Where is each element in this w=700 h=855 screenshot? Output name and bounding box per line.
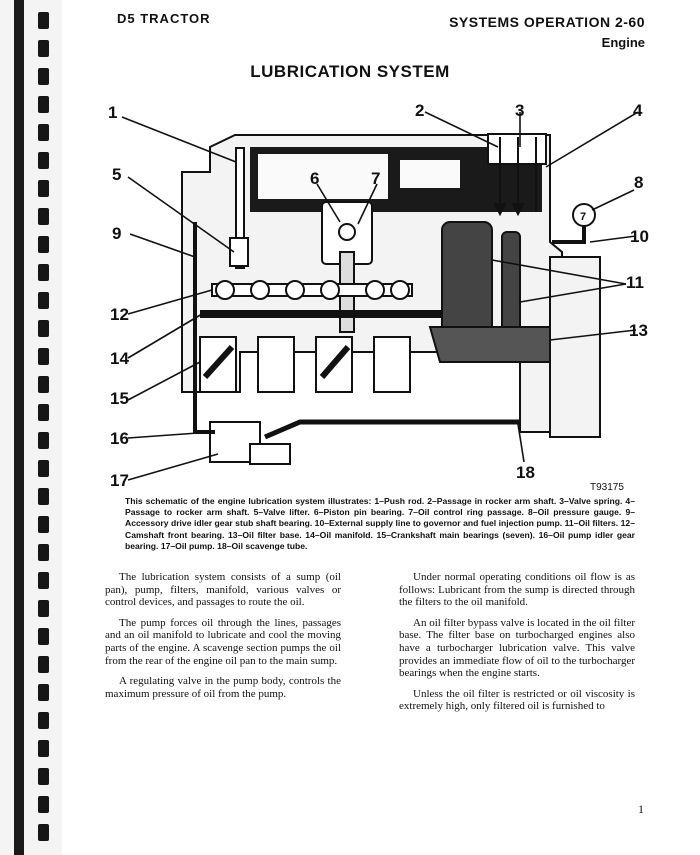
binding-edge <box>14 0 24 855</box>
binding-hole <box>38 12 49 29</box>
oil-filters <box>441 221 521 335</box>
binding-hole <box>38 544 49 561</box>
spiral-binding <box>0 0 62 855</box>
callout-label: 13 <box>629 321 648 340</box>
callout-label: 18 <box>516 463 535 482</box>
callout-label: 5 <box>112 165 121 184</box>
body-column-right: Under normal operating conditions oil fl… <box>399 571 635 721</box>
callout-label: 17 <box>110 471 129 490</box>
oil-pressure-gauge: 7 <box>572 203 596 227</box>
binding-hole <box>38 348 49 365</box>
callout-label: 10 <box>630 227 649 246</box>
callout-label: 3 <box>515 101 524 120</box>
binding-hole <box>38 460 49 477</box>
external-supply-line <box>552 226 586 244</box>
page-title: LUBRICATION SYSTEM <box>250 62 450 81</box>
camshaft <box>211 280 413 300</box>
callout-label: 16 <box>110 429 129 448</box>
binding-hole <box>38 600 49 617</box>
binding-hole <box>38 180 49 197</box>
binding-hole <box>38 320 49 337</box>
callout-label: 1 <box>108 103 117 122</box>
header-model: D5 TRACTOR <box>117 11 211 26</box>
binding-hole <box>38 68 49 85</box>
binding-hole <box>38 712 49 729</box>
binding-hole <box>38 236 49 253</box>
binding-hole <box>38 404 49 421</box>
paragraph: The pump forces oil through the lines, p… <box>105 616 341 667</box>
svg-text:7: 7 <box>580 211 586 223</box>
callout-label: 11 <box>626 273 644 292</box>
binding-hole <box>38 264 49 281</box>
binding-hole <box>38 628 49 645</box>
page-number: 1 <box>638 802 644 816</box>
valve-train <box>487 133 547 217</box>
callout-label: 2 <box>415 101 424 120</box>
binding-hole <box>38 824 49 841</box>
binding-hole <box>38 768 49 785</box>
crankshaft-bearings <box>199 336 411 393</box>
oil-pump <box>209 421 291 465</box>
callout-label: 8 <box>634 173 643 192</box>
binding-hole <box>38 376 49 393</box>
binding-hole <box>38 796 49 813</box>
paragraph: Under normal operating conditions oil fl… <box>399 571 635 609</box>
header-section: SYSTEMS OPERATION 2-60 <box>449 14 645 30</box>
callout-leaders <box>121 111 639 481</box>
paragraph: A regulating valve in the pump body, con… <box>105 675 341 700</box>
binding-hole <box>38 432 49 449</box>
paragraph: The lubrication system consists of a sum… <box>105 571 341 609</box>
binding-hole <box>38 684 49 701</box>
callout-label: 15 <box>110 389 129 408</box>
binding-hole <box>38 96 49 113</box>
oil-manifold <box>200 310 460 318</box>
callout-label: 9 <box>112 224 121 243</box>
callout-label: 4 <box>633 101 643 120</box>
callout-label: 14 <box>110 349 129 368</box>
callout-label: 6 <box>310 169 319 188</box>
binding-hole <box>38 488 49 505</box>
binding-hole <box>38 152 49 169</box>
binding-hole <box>38 292 49 309</box>
binding-hole <box>38 572 49 589</box>
binding-hole <box>38 656 49 673</box>
binding-hole <box>38 740 49 757</box>
lubrication-diagram: 7 1 2 3 4 5 6 7 <box>108 101 649 492</box>
binding-hole <box>38 516 49 533</box>
body-column-left: The lubrication system consists of a sum… <box>105 571 341 708</box>
paragraph: An oil filter bypass valve is located in… <box>399 616 635 680</box>
header-subsection: Engine <box>601 35 645 50</box>
binding-hole <box>38 124 49 141</box>
figure-caption: This schematic of the engine lubrication… <box>125 496 635 551</box>
push-rod <box>229 147 249 269</box>
binding-hole <box>38 40 49 57</box>
callout-label: 7 <box>371 169 380 188</box>
binding-hole <box>38 208 49 225</box>
paragraph: Unless the oil filter is restricted or o… <box>399 687 635 713</box>
oil-filter-base <box>428 326 551 363</box>
callout-label: 12 <box>110 305 129 324</box>
figure-id: T93175 <box>590 482 624 492</box>
oil-scavenge-tube <box>264 419 520 440</box>
